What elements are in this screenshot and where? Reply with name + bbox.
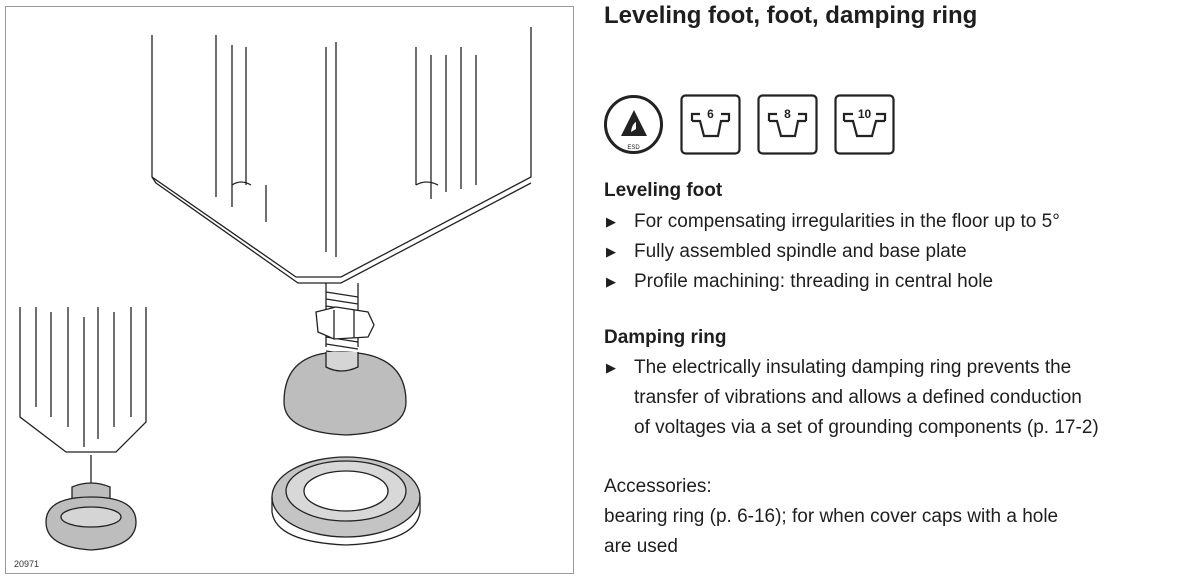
bullet-icon: ▶ <box>606 244 616 259</box>
svg-text:6: 6 <box>707 107 714 121</box>
svg-text:ESD: ESD <box>627 145 640 151</box>
list-item-continuation: of voltages via a set of grounding compo… <box>634 417 1099 438</box>
slot-6-icon: 6 <box>680 94 741 155</box>
product-illustration: 20971 <box>5 6 574 574</box>
damping-ring-bullets: ▶The electrically insulating damping rin… <box>604 353 1099 443</box>
accessories-line-1: bearing ring (p. 6-16); for when cover c… <box>604 506 1059 527</box>
bullet-icon: ▶ <box>606 274 616 289</box>
bullet-icon: ▶ <box>606 214 616 229</box>
icon-row: ESD 6 8 10 <box>603 94 895 155</box>
accessories-line-2: are used <box>604 536 678 557</box>
bullet-icon: ▶ <box>606 360 616 375</box>
esd-icon: ESD <box>603 94 664 155</box>
page-title: Leveling foot, foot, damping ring <box>604 2 978 29</box>
figure-id: 20971 <box>14 559 40 569</box>
list-item: ▶For compensating irregularities in the … <box>604 207 1060 237</box>
svg-text:10: 10 <box>858 107 872 121</box>
leveling-foot-heading: Leveling foot <box>604 180 723 201</box>
svg-text:8: 8 <box>784 107 791 121</box>
list-item: ▶Fully assembled spindle and base plate <box>604 237 1060 267</box>
slot-10-icon: 10 <box>834 94 895 155</box>
leveling-foot-bullets: ▶For compensating irregularities in the … <box>604 207 1060 297</box>
leveling-foot-drawing <box>19 27 532 551</box>
list-item: ▶The electrically insulating damping rin… <box>604 353 1099 383</box>
damping-ring-heading: Damping ring <box>604 327 727 348</box>
list-item-continuation: transfer of vibrations and allows a defi… <box>634 387 1082 408</box>
list-item: ▶Profile machining: threading in central… <box>604 267 1060 297</box>
accessories-label: Accessories: <box>604 476 712 497</box>
slot-8-icon: 8 <box>757 94 818 155</box>
